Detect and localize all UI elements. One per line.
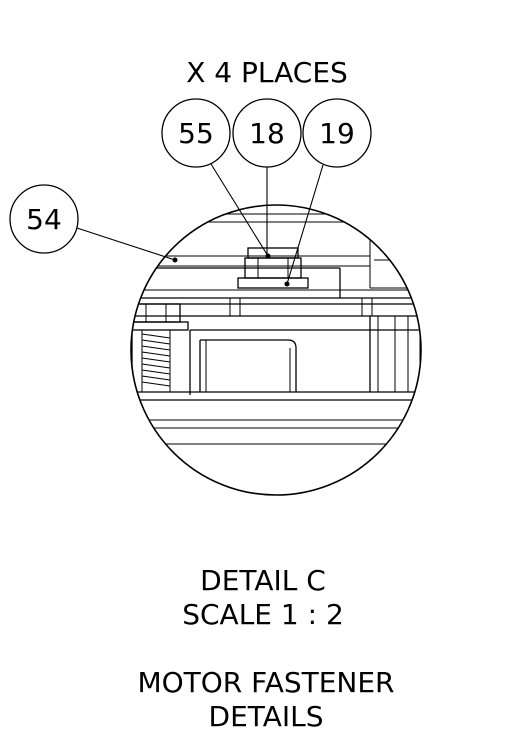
balloon-55: 55 [161,98,231,168]
top-bolt [237,247,309,289]
balloon-19-label: 19 [319,117,355,150]
caption-line-2: DETAILS [209,700,324,733]
detail-circle [130,204,422,496]
motor-housing [131,213,421,289]
balloon-18-label: 18 [249,117,285,150]
caption-line-1: MOTOR FASTENER [137,666,394,699]
balloon-19: 19 [302,98,372,168]
mounting-plate [131,267,421,317]
balloon-54: 54 [9,184,79,254]
detail-view [131,213,421,445]
places-note: X 4 PLACES [186,56,348,89]
balloon-54-label: 54 [26,203,62,236]
balloon-18: 18 [232,98,302,168]
detail-scale: SCALE 1 : 2 [182,598,344,631]
balloon-55-label: 55 [178,117,214,150]
frame-body [131,316,421,445]
detail-title: DETAIL C [200,564,326,597]
